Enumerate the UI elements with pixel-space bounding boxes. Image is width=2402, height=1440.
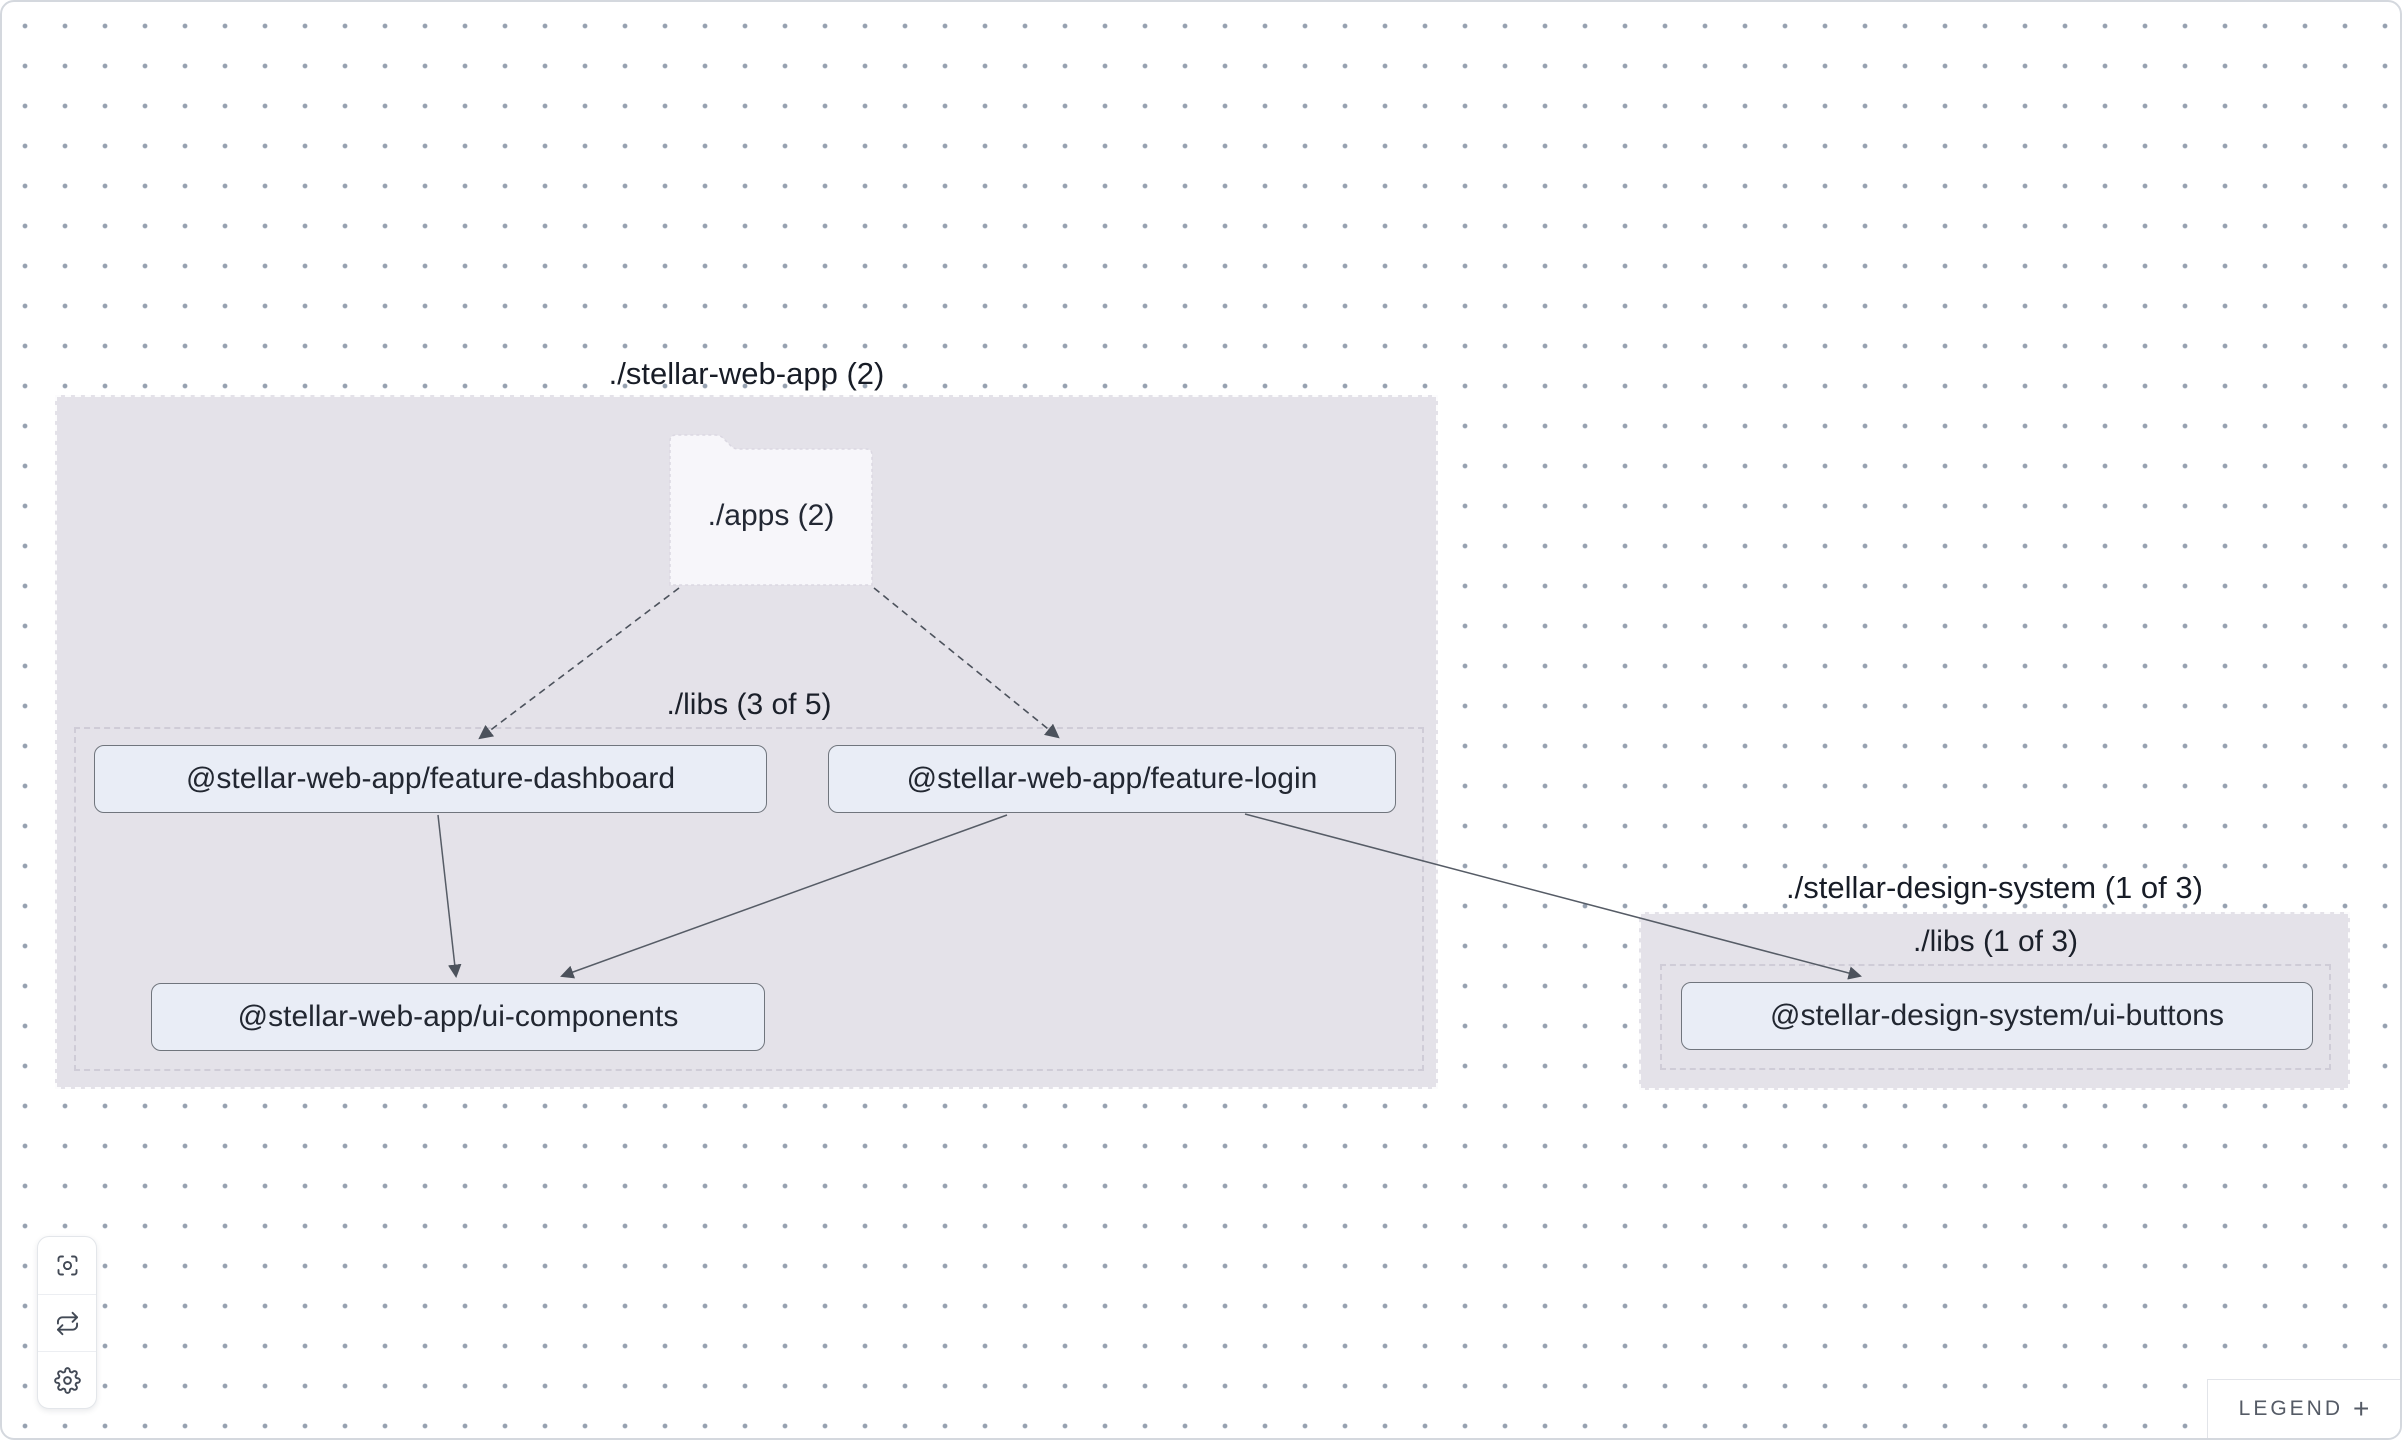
focus-icon	[57, 1255, 77, 1276]
refresh-icon	[56, 1311, 78, 1335]
subgroup-stellar-web-app-libs[interactable]	[74, 727, 1424, 1071]
subgroup-title-stellar-design-system-libs: ./libs (1 of 3)	[1912, 925, 2079, 958]
legend-toggle[interactable]: LEGEND +	[2207, 1379, 2400, 1438]
node-ui-components[interactable]: @stellar-web-app/ui-components	[151, 983, 765, 1051]
subgroup-stellar-design-system-libs[interactable]	[1660, 964, 2331, 1070]
edge-apps-to-feature-dashboard[interactable]	[478, 587, 680, 740]
legend-label: LEGEND	[2238, 1397, 2343, 1420]
edge-feature-dashboard-to-ui-components[interactable]	[437, 814, 462, 979]
node-feature-login[interactable]: @stellar-web-app/feature-login	[828, 745, 1396, 813]
graph-toolbar	[37, 1236, 97, 1409]
focus-button[interactable]	[38, 1237, 96, 1294]
node-feature-dashboard[interactable]: @stellar-web-app/feature-dashboard	[94, 745, 767, 813]
edge-feature-login-to-ui-buttons[interactable]	[1244, 813, 1862, 980]
subgroup-title-stellar-web-app-libs: ./libs (3 of 5)	[666, 688, 832, 721]
group-title-stellar-web-app: ./stellar-web-app (2)	[608, 356, 885, 391]
legend-expand-icon: +	[2353, 1393, 2370, 1424]
node-ui-buttons[interactable]: @stellar-design-system/ui-buttons	[1681, 982, 2313, 1050]
settings-button[interactable]	[38, 1351, 96, 1408]
folder-apps-label[interactable]: ./apps (2)	[707, 499, 835, 532]
group-title-stellar-design-system: ./stellar-design-system (1 of 3)	[1786, 870, 2203, 905]
edge-apps-to-feature-login[interactable]	[873, 587, 1060, 739]
gear-icon	[53, 1366, 81, 1394]
refresh-button[interactable]	[38, 1294, 96, 1351]
edge-feature-login-to-ui-components[interactable]	[560, 814, 1008, 979]
